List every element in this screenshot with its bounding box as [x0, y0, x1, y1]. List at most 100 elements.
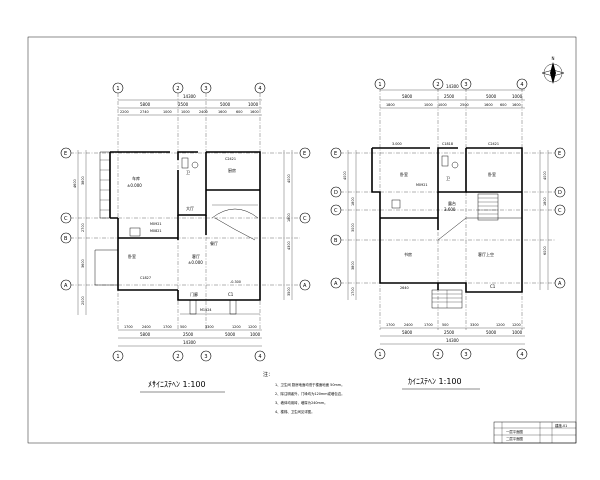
left-bot-dim-6: 1200 [232, 325, 241, 329]
left-bot-dim2-2: 2500 [183, 332, 194, 337]
right-axis-side-d: D [334, 190, 338, 196]
left-bot-dim2-4: 1000 [250, 332, 261, 337]
left-bot-dim-3: 1700 [163, 325, 172, 329]
left-rside-dim-2: 1800 [287, 213, 291, 222]
right-rside-dim-2: 1800 [543, 197, 547, 206]
left-plan-title: ﾒｻｲﾆｽﾃﾍﾝ 1:100 [148, 380, 206, 389]
left-tag-4: C1827 [140, 276, 151, 280]
right-tag-4: M0921 [416, 183, 428, 187]
left-top-dim-1: 5800 [140, 102, 151, 107]
right-bot-dim-6: 1200 [496, 323, 505, 327]
right-room-terrace: 露台 [448, 200, 456, 206]
right-axis-rside-d: D [558, 190, 562, 196]
right-axis-top-4: 4 [520, 82, 523, 88]
right-axis-rside-c: C [558, 208, 562, 214]
north-label: N [552, 56, 555, 61]
right-bot-dim-1: 1700 [386, 323, 395, 327]
right-side-dim-2: 1800 [351, 197, 355, 206]
left-room-c1: C1 [228, 292, 234, 297]
right-axis-side-c: C [334, 208, 338, 214]
title-block: 一层平面图 二层平面图 建施-01 [493, 421, 577, 444]
left-room-bath: 卫 [186, 170, 190, 175]
right-bot-dim2-4: 1000 [512, 330, 523, 335]
right-bot-dim-5: 3300 [470, 323, 479, 327]
left-axis-side-e: E [64, 151, 67, 157]
left-top-sub-6: 1600 [218, 110, 227, 114]
left-tag-6: M1524 [200, 308, 212, 312]
left-room-living: 客厅 [192, 253, 200, 259]
right-room-c1: C1 [490, 284, 496, 289]
left-room-garage-level: ±0.000 [127, 183, 142, 188]
left-tag-1: C2421 [225, 157, 236, 161]
left-room-living-level: ±0.000 [188, 260, 203, 265]
right-axis-top-2: 2 [436, 82, 439, 88]
left-tag-3: M0821 [150, 229, 162, 233]
right-bot-dim-3: 1700 [424, 323, 433, 327]
left-top-sub-8: 1600 [250, 110, 259, 114]
right-bot-dim2-1: 5800 [402, 330, 413, 335]
note-item-3: 3、墙体均用砖，墙厚为240mm。 [275, 400, 328, 405]
right-overall-top: 14300 [446, 84, 459, 89]
right-room-bedroom-2: 卧室 [488, 171, 496, 177]
left-side-dim-3: 2700 [81, 223, 85, 232]
right-top-dim-3: 5000 [486, 94, 497, 99]
right-axis-side-a: A [334, 281, 338, 287]
right-bot-dim2-3: 5000 [486, 330, 497, 335]
right-room-bath: 卫 [446, 176, 450, 181]
right-room-bedroom-1: 卧室 [400, 171, 408, 177]
right-tag-5: 2640 [400, 286, 409, 290]
left-rside-dim-1: 4000 [287, 174, 291, 183]
left-top-dim-2: 2500 [178, 102, 189, 107]
left-axis-bottom-4: 4 [258, 354, 261, 360]
left-axis-top-3: 3 [204, 86, 207, 92]
left-room-kitchen: 厨房 [228, 167, 236, 173]
right-tag-3: C2421 [488, 142, 499, 146]
title-block-row-2: 二层平面图 [506, 436, 524, 441]
right-side-dim-4: 3800 [351, 261, 355, 270]
left-axis-bottom-3: 3 [204, 354, 207, 360]
right-axis-rside-e: E [558, 151, 561, 157]
left-bot-dim-5: 3300 [205, 325, 214, 329]
left-overall-top: 14300 [183, 94, 196, 99]
left-axis-side-b: B [64, 236, 68, 242]
left-axis-top-2: 2 [176, 86, 179, 92]
right-axis-top-1: 1 [378, 82, 381, 88]
left-top-sub-7: 600 [236, 110, 242, 114]
right-room-void: 客厅上空 [478, 251, 494, 257]
right-rside-dim-1: 4000 [543, 171, 547, 180]
right-top-sub-2: 1000 [424, 103, 433, 107]
right-bot-dim-2: 2400 [404, 323, 413, 327]
left-room-garage: 车库 [132, 175, 140, 181]
left-floor-plan: 14300 5800 2500 5000 1000 2200 2740 1000… [60, 82, 311, 393]
left-side-dim-1: 4600 [73, 179, 77, 188]
right-top-dim-4: 1000 [512, 94, 523, 99]
left-top-sub-3: 1000 [163, 110, 172, 114]
left-axis-side-a: A [64, 283, 68, 289]
title-block-row-1: 一层平面图 [506, 429, 524, 434]
left-room-dining: 餐厅 [210, 240, 218, 246]
right-room-terrace-level: 3.600 [444, 207, 456, 212]
right-axis-bottom-2: 2 [436, 352, 439, 358]
note-item-2: 2、除注明者外，门垛均为120mm或墙包边。 [275, 391, 344, 396]
left-side-dim-5: 2000 [81, 296, 85, 305]
notes-heading: 注： [263, 371, 273, 378]
left-axis-right-a: A [303, 283, 307, 289]
left-axis-top-1: 1 [116, 86, 119, 92]
left-axis-right-e: E [303, 151, 306, 157]
left-bot-dim-4: 500 [180, 325, 186, 329]
left-axis-bottom-2: 2 [176, 354, 179, 360]
left-top-sub-1: 2200 [120, 110, 129, 114]
right-top-sub-1: 1800 [386, 103, 395, 107]
left-bot-dim2-1: 5800 [140, 332, 151, 337]
right-top-dim-1: 5800 [402, 94, 413, 99]
right-top-dim-2: 2500 [444, 94, 455, 99]
left-room-bedroom: 卧室 [128, 253, 136, 259]
left-rside-dim-3: 4300 [287, 241, 291, 250]
right-side-dim-3: 3000 [351, 223, 355, 232]
left-side-dim-4: 3600 [81, 259, 85, 268]
right-bot-overall: 14300 [446, 338, 459, 343]
left-bot-dim-1: 1700 [124, 325, 133, 329]
note-item-1: 1、卫生间 厨房地面均低于楼面地面 50mm。 [275, 382, 344, 387]
left-bot-dim2-3: 5000 [225, 332, 236, 337]
